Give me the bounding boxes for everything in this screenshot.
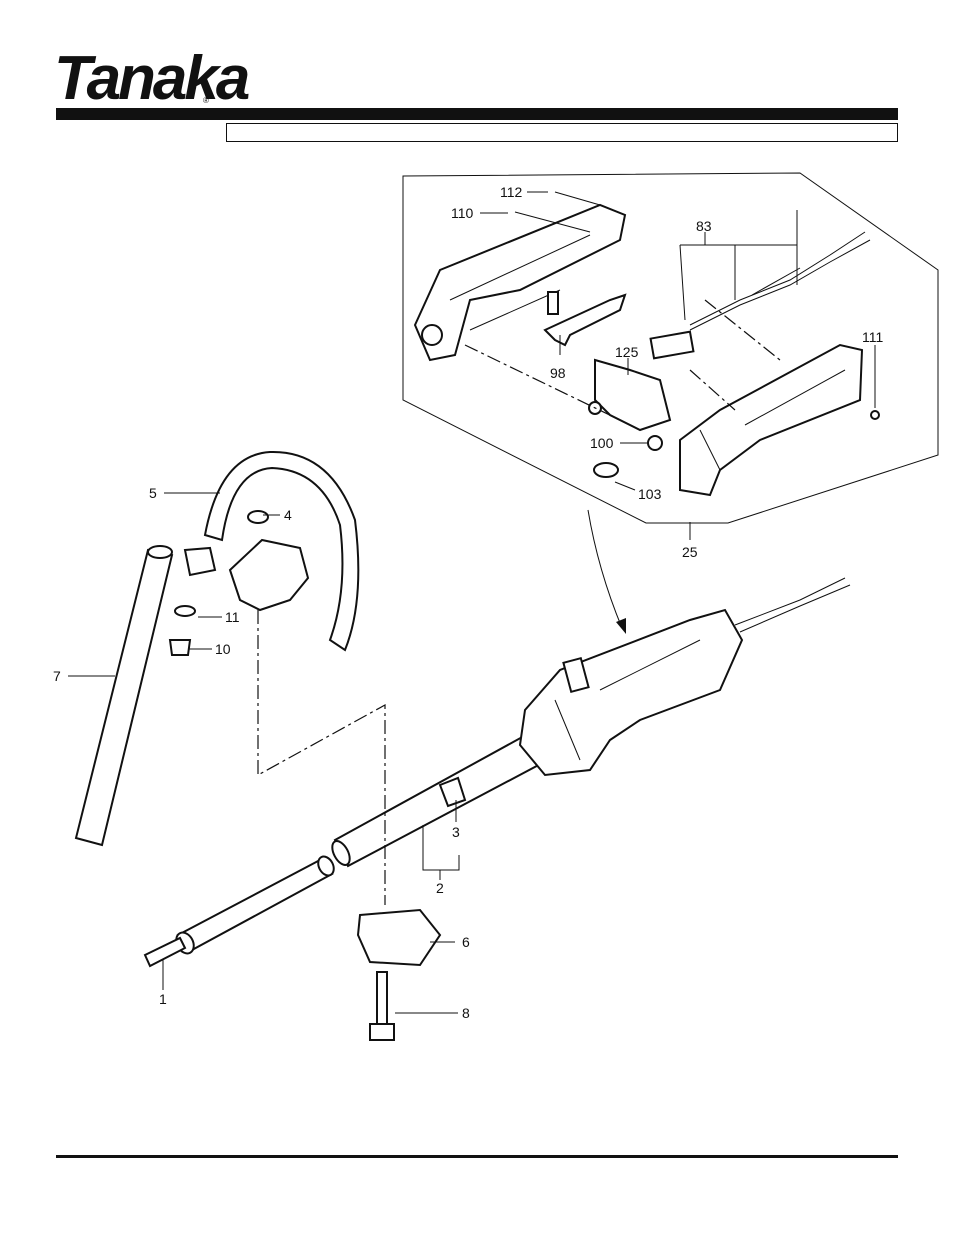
inset-screw-110 [514, 211, 591, 233]
callout-25: 25 [682, 544, 698, 560]
inset-bushing [647, 435, 663, 451]
footer-rule [56, 1155, 898, 1158]
nut-4 [247, 510, 269, 524]
pipe-clamp [438, 776, 467, 808]
inset-frame [402, 172, 939, 524]
callout-1: 1 [159, 991, 167, 1007]
inset-handle-left [413, 203, 627, 362]
callout-6: 6 [462, 934, 470, 950]
callout-5: 5 [149, 485, 157, 501]
callout-3: 3 [452, 824, 460, 840]
callout-83: 83 [696, 218, 712, 234]
callout-7: 7 [53, 668, 61, 684]
callout-4: 4 [284, 507, 292, 523]
lower-clamp-6 [356, 908, 442, 967]
grip-7 [74, 545, 174, 847]
header-rule [56, 108, 898, 120]
callout-103: 103 [638, 486, 662, 502]
drive-shaft [143, 855, 335, 968]
callout-112: 112 [500, 184, 523, 200]
main-pipe [331, 728, 550, 868]
inset-throttle-lever [543, 291, 627, 347]
inset-wire-harness [689, 231, 871, 331]
inset-screw-112 [554, 191, 601, 206]
callout-110: 110 [451, 205, 474, 221]
arrow-head [616, 618, 626, 634]
callout-125: 125 [615, 344, 639, 360]
inset-handle-right [679, 343, 864, 497]
callout-11: 11 [225, 609, 240, 625]
inset-switch [649, 330, 695, 360]
callout-100: 100 [590, 435, 614, 451]
title-box [226, 123, 898, 142]
inset-nut [870, 410, 880, 420]
callout-10: 10 [215, 641, 231, 657]
callout-98: 98 [550, 365, 566, 381]
callout-8: 8 [462, 1005, 470, 1021]
registered-mark: ® [203, 96, 209, 105]
inset-trigger [588, 358, 672, 432]
main-handle [518, 577, 851, 777]
brand-logo: Tanaka [54, 44, 250, 113]
inset-cap [593, 462, 619, 478]
callout-111: 111 [862, 329, 883, 345]
bolt-8 [369, 971, 395, 1041]
callout-2: 2 [436, 880, 444, 896]
front-handle-loop [168, 450, 360, 656]
